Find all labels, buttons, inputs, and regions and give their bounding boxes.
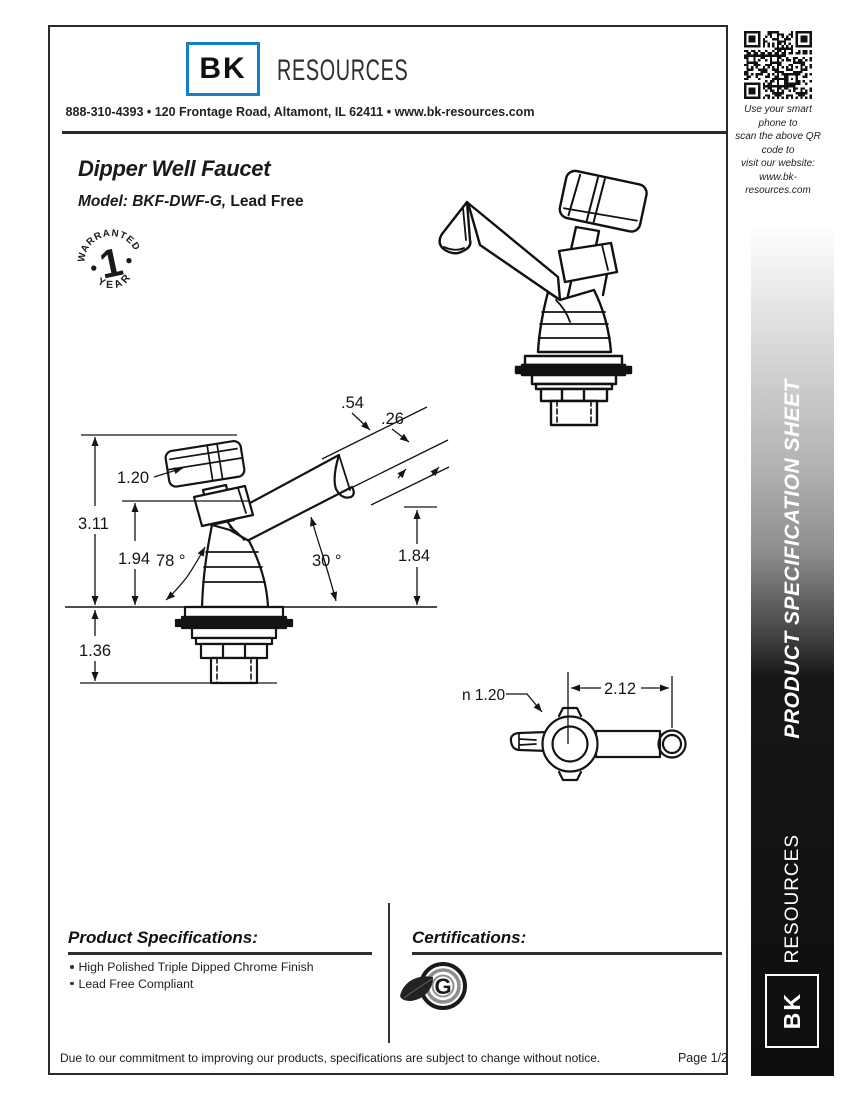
dim-spout-od-label: .54 [341, 394, 364, 412]
bk-logo-text: BK [199, 52, 247, 85]
qr-caption: Use your smart phone to scan the above Q… [730, 103, 826, 198]
drawing-side-view: 1.20 3.11 1.94 78 ° 30 ° 1.84 1.36 .54 .… [65, 394, 450, 685]
dim-spout-height-label: 1.84 [398, 547, 430, 565]
dim-flange-dia-label: n 1.20 [462, 687, 505, 704]
spec-item-text: Lead Free Compliant [78, 976, 194, 991]
page-title: Dipper Well Faucet [78, 156, 271, 181]
footer-page-number: Page 1/2 [677, 1051, 728, 1065]
dim-handle-width-label: 1.20 [117, 469, 149, 487]
dim-spout-tip-label: .26 [381, 410, 404, 428]
certifications-underline [412, 952, 722, 955]
sidebar: PRODUCT SPECIFICATION SHEET RESOURCES BK [751, 230, 834, 1076]
certifications-heading: Certifications: [412, 928, 527, 947]
model-line: Model: BKF-DWF-G, Lead Free [78, 193, 304, 211]
spec-item: High Polished Triple Dipped Chrome Finis… [70, 960, 314, 974]
page-border-frame [48, 25, 728, 1075]
spec-item: Lead Free Compliant [70, 977, 314, 991]
dim-shank-length-label: 1.36 [79, 642, 111, 660]
qr-code [744, 31, 812, 99]
qr-caption-line-3: visit our website: [741, 158, 815, 169]
dim-spout-reach-label: 2.12 [604, 680, 636, 698]
header-logo-box: BK [186, 42, 260, 96]
specs-list: High Polished Triple Dipped Chrome Finis… [70, 960, 314, 993]
sidebar-brand-bk: BK [778, 992, 805, 1030]
dim-spout-angle-label: 30 ° [312, 552, 342, 570]
resources-logo-text: RESOURCES [277, 54, 409, 87]
badge-dot-right [126, 257, 132, 264]
footer: Due to our commitment to improving our p… [60, 1051, 728, 1065]
dim-body-angle-label: 78 ° [156, 552, 186, 570]
model-number: Model: BKF-DWF-G, [78, 193, 227, 210]
sidebar-title: PRODUCT SPECIFICATION SHEET [780, 379, 804, 739]
qr-caption-line-2: scan the above QR code to [735, 131, 821, 156]
warranty-badge: WARRANTED 1 YEAR [71, 222, 143, 296]
badge-dot-left [91, 265, 97, 271]
bullet-icon [70, 965, 74, 969]
sidebar-title-wrap: PRODUCT SPECIFICATION SHEET [751, 379, 834, 739]
qr-caption-line-1: Use your smart phone to [744, 104, 812, 129]
sidebar-brand-bk-box: BK [765, 974, 819, 1048]
sidebar-brand-resources: RESOURCES [781, 834, 803, 964]
header-rule [62, 131, 728, 134]
certification-g-mark: G [400, 962, 467, 1010]
specs-underline [68, 952, 372, 955]
dim-deck-to-handle-label: 1.94 [118, 550, 150, 568]
qr-caption-line-4: www.bk-resources.com [745, 171, 811, 197]
drawing-top-view: n 1.20 2.12 [462, 672, 687, 782]
dim-overall-height-label: 3.11 [78, 515, 109, 533]
spec-item-text: High Polished Triple Dipped Chrome Finis… [78, 960, 314, 974]
footer-disclaimer: Due to our commitment to improving our p… [60, 1051, 601, 1065]
contact-line: 888-310-4393 • 120 Frontage Road, Altamo… [65, 105, 535, 119]
bullet-icon [70, 981, 74, 985]
model-leadfree: Lead Free [226, 193, 304, 210]
g-mark-letter: G [434, 974, 451, 999]
specs-heading: Product Specifications: [68, 928, 258, 947]
drawing-perspective-view [438, 169, 648, 427]
sidebar-brand-resources-wrap: RESOURCES [751, 832, 834, 966]
section-divider [388, 903, 390, 1043]
